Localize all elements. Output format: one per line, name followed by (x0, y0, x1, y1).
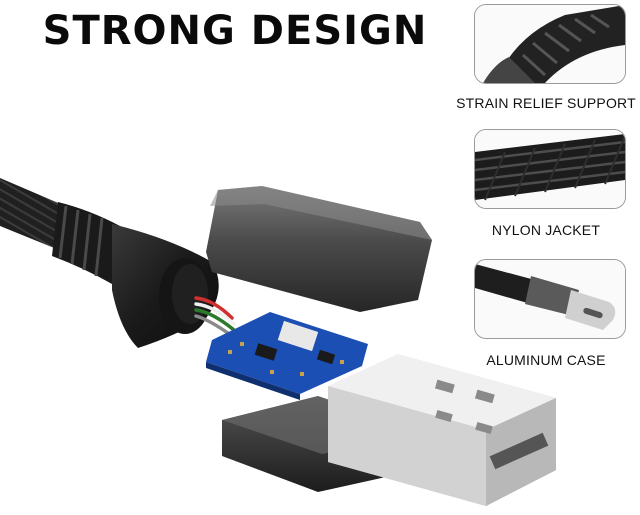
usb-c-connector-closeup-icon (475, 260, 625, 338)
braided-nylon-closeup-icon (475, 130, 625, 208)
strain-relief-closeup-icon (475, 5, 625, 83)
strain-relief-ribs (52, 202, 120, 284)
feature-caption-nylon-jacket: NYLON JACKET (491, 222, 601, 238)
braided-cable (0, 178, 70, 252)
strain-relief-callout (474, 4, 626, 84)
feature-caption-aluminum-case: ALUMINUM CASE (486, 352, 606, 368)
aluminum-case-callout (474, 259, 626, 339)
feature-caption-strain-relief: STRAIN RELIEF SUPPORT (456, 95, 636, 111)
usb-a-connector (328, 354, 556, 506)
pcb (206, 312, 368, 400)
nylon-jacket-callout (474, 129, 626, 209)
internal-wires (194, 296, 236, 338)
headline: STRONG DESIGN (42, 8, 428, 54)
